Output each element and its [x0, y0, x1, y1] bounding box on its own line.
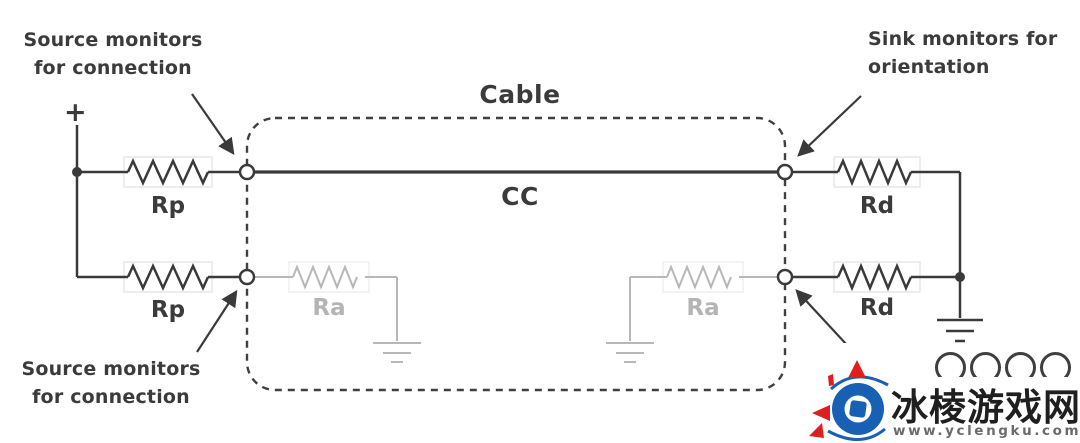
badge-circle — [1040, 352, 1071, 377]
node-source-cc-top — [238, 163, 256, 181]
cable-boundary — [245, 116, 787, 392]
badge-circles — [935, 352, 1080, 377]
source-bottom-annotation: Source monitors for connection — [20, 356, 202, 411]
node-sink-cc-top — [776, 163, 794, 181]
ra-left-resistor — [292, 264, 358, 290]
sink-annotation: Sink monitors for orientation — [868, 26, 1068, 81]
junction-dot-right — [955, 272, 965, 282]
plus-terminal-label: + — [64, 97, 87, 128]
node-sink-cc-bottom — [776, 268, 794, 286]
rp-top-resistor — [126, 157, 210, 187]
annotation-arrows — [191, 93, 862, 353]
badge-circle — [1005, 352, 1036, 377]
cc-label: CC — [501, 182, 539, 211]
rd-top-label: Rd — [859, 193, 895, 219]
rp-bottom-resistor — [126, 262, 210, 292]
source-bottom-line2: for connection — [32, 385, 190, 408]
arrow-sink-bottom — [795, 289, 848, 346]
badge-circle — [970, 352, 1001, 377]
node-source-cc-bottom — [238, 268, 256, 286]
arrow-source-bottom — [196, 289, 238, 353]
rp-bottom-label: Rp — [150, 297, 186, 323]
rd-bottom-resistor — [836, 262, 913, 292]
rp-top-label: Rp — [150, 193, 186, 219]
sink-line2: orientation — [868, 55, 990, 78]
arrow-source-top — [191, 93, 235, 156]
cable-label: Cable — [479, 80, 561, 109]
connector-nodes — [72, 163, 965, 286]
source-top-line1: Source monitors — [23, 29, 203, 51]
source-bottom-line1: Source monitors — [21, 358, 201, 380]
arrow-sink-top — [797, 95, 862, 157]
ra-left-label: Ra — [312, 295, 346, 321]
site-logo-icon — [809, 360, 889, 441]
source-top-line2: for connection — [34, 56, 192, 79]
wires — [75, 125, 983, 343]
rd-bottom-label: Rd — [859, 295, 895, 321]
sink-line1: Sink monitors for — [868, 28, 1058, 50]
ra-right-resistor — [666, 264, 732, 290]
junction-dot-left — [72, 167, 82, 177]
watermark: 冰棱游戏网 www.yclengku.com — [805, 343, 1080, 443]
badge-circle — [935, 352, 966, 377]
ra-right-label: Ra — [686, 295, 720, 321]
site-url[interactable]: www.yclengku.com — [893, 423, 1080, 439]
site-name: 冰棱游戏网 — [891, 386, 1080, 429]
ra-network — [254, 264, 778, 363]
source-top-annotation: Source monitors for connection — [22, 27, 204, 82]
rd-top-resistor — [836, 157, 913, 187]
